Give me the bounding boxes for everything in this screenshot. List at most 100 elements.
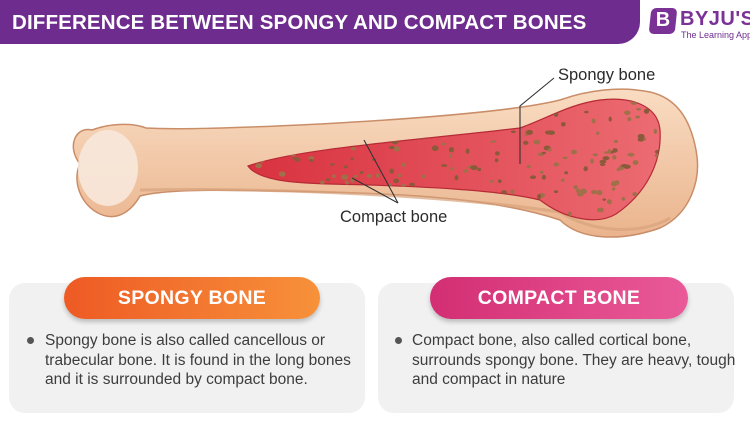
trabecula-dot [613, 139, 619, 143]
trabecula-dot [441, 164, 448, 167]
label-compact-bone: Compact bone [340, 208, 447, 226]
trabecula-dot [510, 130, 516, 134]
bullet-icon [27, 337, 34, 344]
trabecula-dot [541, 151, 546, 155]
trabecula-dot [448, 147, 454, 153]
trabecula-dot [610, 181, 618, 187]
trabecula-dot [455, 105, 463, 110]
trabecula-dot [541, 174, 547, 180]
trabecula-dot [488, 180, 495, 183]
trabecula-dot [343, 165, 349, 169]
trabecula-dot [576, 188, 580, 193]
trabecula-dot [526, 212, 531, 218]
trabecula-dot [463, 169, 468, 173]
trabecula-dot [341, 174, 349, 180]
trabecula-dot [287, 112, 291, 118]
trabecula-dot [332, 174, 336, 178]
trabecula-dot [560, 122, 566, 127]
trabecula-dot [312, 112, 320, 118]
trabecula-dot [261, 100, 270, 105]
trabecula-dot [389, 168, 395, 174]
bone-head-left [78, 130, 138, 206]
trabecula-dot [470, 103, 476, 107]
trabecula-dot [360, 170, 364, 175]
trabecula-dot [316, 115, 321, 119]
trabecula-dot [553, 190, 559, 194]
trabecula-dot [301, 110, 309, 116]
trabecula-dot [620, 164, 628, 168]
trabecula-dot [470, 165, 478, 171]
trabecula-dot [430, 99, 434, 102]
trabecula-dot [604, 151, 610, 154]
trabecula-dot [654, 149, 661, 154]
trabecula-dot [627, 117, 632, 122]
trabecula-dot [521, 212, 526, 216]
trabecula-dot [547, 148, 552, 152]
logo-badge-letter: B [655, 9, 671, 31]
trabecula-dot [375, 104, 379, 109]
trabecula-dot [526, 129, 533, 135]
trabecula-dot [533, 139, 541, 145]
bone-diagram: Spongy bone Compact bone [72, 66, 699, 238]
trabecula-dot [564, 171, 569, 175]
trabecula-dot [602, 198, 606, 201]
trabecula-dot [458, 221, 461, 225]
trabecula-dot [323, 201, 328, 207]
trabecula-dot [579, 188, 587, 194]
trabecula-dot [562, 156, 568, 160]
trabecula-dot [410, 200, 415, 205]
trabecula-dot [368, 116, 373, 120]
trabecula-dot [612, 155, 617, 160]
trabecula-dot [477, 167, 482, 172]
trabecula-dot [345, 180, 349, 185]
trabecula-dot [465, 148, 470, 154]
trabecula-dot [490, 140, 497, 143]
compact-heading-pill: COMPACT BONE [430, 277, 688, 319]
trabecula-dot [427, 105, 436, 110]
trabecula-dot [375, 173, 380, 178]
trabecula-dot [301, 118, 308, 124]
trabecula-dot [537, 193, 542, 200]
trabecula-dot [387, 109, 394, 113]
trabecula-dot [498, 179, 502, 183]
trabecula-dot [287, 194, 295, 198]
label-spongy-bone: Spongy bone [558, 66, 655, 84]
byjus-logo[interactable]: B BYJU'S The Learning App [648, 8, 750, 40]
trabecula-dot [330, 163, 335, 166]
trabecula-dot [421, 174, 427, 179]
compact-leader-line-1 [363, 139, 399, 204]
trabecula-dot [610, 150, 614, 154]
trabecula-dot [599, 159, 607, 164]
trabecula-dot [597, 207, 604, 213]
trabecula-dot [366, 174, 373, 178]
trabecula-dot [627, 152, 635, 157]
trabecula-dot [350, 157, 354, 161]
trabecula-dot [393, 146, 400, 152]
trabecula-dot [401, 162, 406, 167]
trabecula-dot [584, 110, 589, 114]
trabecula-dot [305, 116, 310, 121]
trabecula-dot [611, 187, 616, 191]
trabecula-dot [253, 112, 259, 117]
trabecula-dot [297, 196, 306, 200]
trabecula-dot [451, 99, 457, 104]
trabecula-dot [454, 175, 459, 181]
trabecula-dot [353, 174, 358, 178]
trabecula-dot [553, 162, 559, 167]
brand-tagline: The Learning App [681, 30, 750, 40]
compact-description: Compact bone, also called cortical bone,… [412, 332, 736, 388]
trabecula-dot [297, 99, 305, 102]
compact-leader-line-2 [351, 177, 399, 204]
trabecula-dot [637, 137, 644, 142]
trabecula-dot [388, 145, 395, 150]
bullet-icon [395, 337, 402, 344]
trabecula-dot [446, 99, 451, 102]
trabecula-dot [596, 189, 603, 196]
trabecula-dot [510, 189, 515, 195]
trabecula-dot [463, 219, 468, 220]
trabecula-dot [540, 170, 544, 174]
spongy-description: Spongy bone is also called cancellous or… [45, 332, 351, 388]
trabecula-dot [419, 110, 426, 115]
trabecula-dot [403, 107, 410, 111]
trabecula-dot [284, 101, 290, 107]
